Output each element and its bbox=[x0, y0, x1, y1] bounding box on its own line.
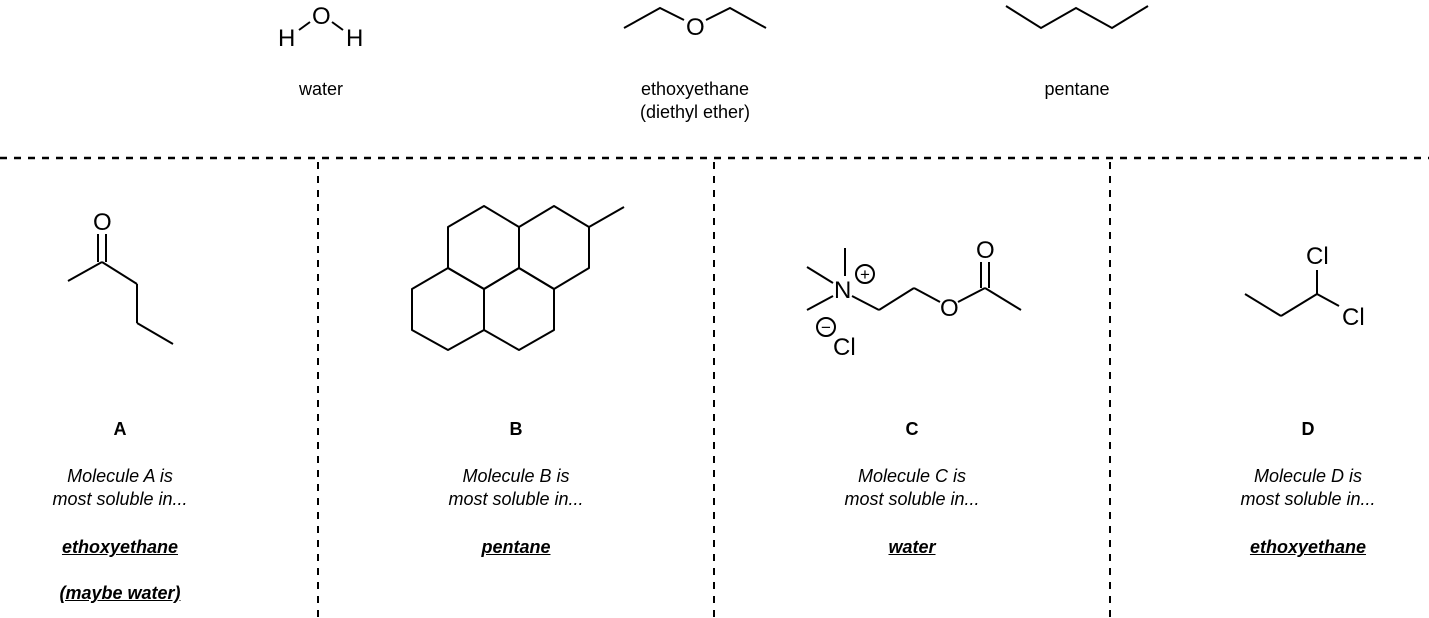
molecule-b-question-line1: Molecule B is bbox=[462, 466, 570, 486]
molecule-c-question: Molecule C is most soluble in... bbox=[782, 465, 1042, 511]
molecule-c-atom-n: N bbox=[834, 277, 851, 304]
molecule-a-structure bbox=[67, 234, 174, 345]
solvent-label-water: water bbox=[298, 79, 343, 99]
molecule-c-positive-charge: + bbox=[860, 265, 870, 284]
solvent-sublabel-diethyl-ether: (diethyl ether) bbox=[639, 102, 751, 122]
molecule-c-atom-cl: Cl bbox=[833, 334, 856, 361]
water-atom-h-right: H bbox=[346, 25, 363, 52]
ethoxyethane-atom-o: O bbox=[686, 14, 705, 41]
molecule-a-question-line2: most soluble in... bbox=[52, 489, 188, 509]
molecule-c-answer: water bbox=[888, 537, 936, 557]
molecule-d-answer: ethoxyethane bbox=[1249, 537, 1367, 557]
molecule-b-answer: pentane bbox=[481, 537, 551, 557]
ethoxyethane-structure bbox=[623, 6, 767, 29]
molecule-c-letter: C bbox=[905, 419, 919, 439]
molecule-b-question: Molecule B is most soluble in... bbox=[386, 465, 646, 511]
molecule-a-note: (maybe water) bbox=[59, 583, 181, 603]
molecule-a-answer: ethoxyethane bbox=[61, 537, 179, 557]
molecule-d-structure bbox=[1244, 270, 1340, 317]
molecule-d-atom-cl-top: Cl bbox=[1306, 243, 1329, 270]
molecule-d-question: Molecule D is most soluble in... bbox=[1178, 465, 1429, 511]
molecule-d-letter: D bbox=[1301, 419, 1315, 439]
molecule-c-question-line1: Molecule C is bbox=[857, 466, 967, 486]
molecule-c-atom-o-carbonyl: O bbox=[976, 237, 995, 264]
solvent-label-pentane: pentane bbox=[1044, 79, 1110, 99]
molecule-b-question-line2: most soluble in... bbox=[448, 489, 584, 509]
water-atom-h-left: H bbox=[278, 25, 295, 52]
molecule-a-atom-o: O bbox=[93, 209, 112, 236]
molecule-d-question-line2: most soluble in... bbox=[1240, 489, 1376, 509]
molecule-c-atom-o-ester: O bbox=[940, 295, 959, 322]
water-structure bbox=[298, 21, 344, 31]
pentane-structure bbox=[1005, 5, 1149, 30]
molecule-d-question-line1: Molecule D is bbox=[1253, 466, 1363, 486]
molecule-a-question: Molecule A is most soluble in... bbox=[0, 465, 250, 511]
molecule-c-negative-charge: − bbox=[821, 318, 831, 337]
molecule-a-letter: A bbox=[113, 419, 127, 439]
molecule-b-letter: B bbox=[509, 419, 523, 439]
molecule-c-structure bbox=[806, 248, 1022, 337]
molecule-a-question-line1: Molecule A is bbox=[67, 466, 173, 486]
water-atom-o: O bbox=[312, 3, 331, 30]
molecule-d-atom-cl-right: Cl bbox=[1342, 304, 1365, 331]
molecule-b-structure bbox=[411, 205, 625, 351]
solvent-label-ethoxyethane: ethoxyethane bbox=[640, 79, 750, 99]
molecule-c-question-line2: most soluble in... bbox=[844, 489, 980, 509]
